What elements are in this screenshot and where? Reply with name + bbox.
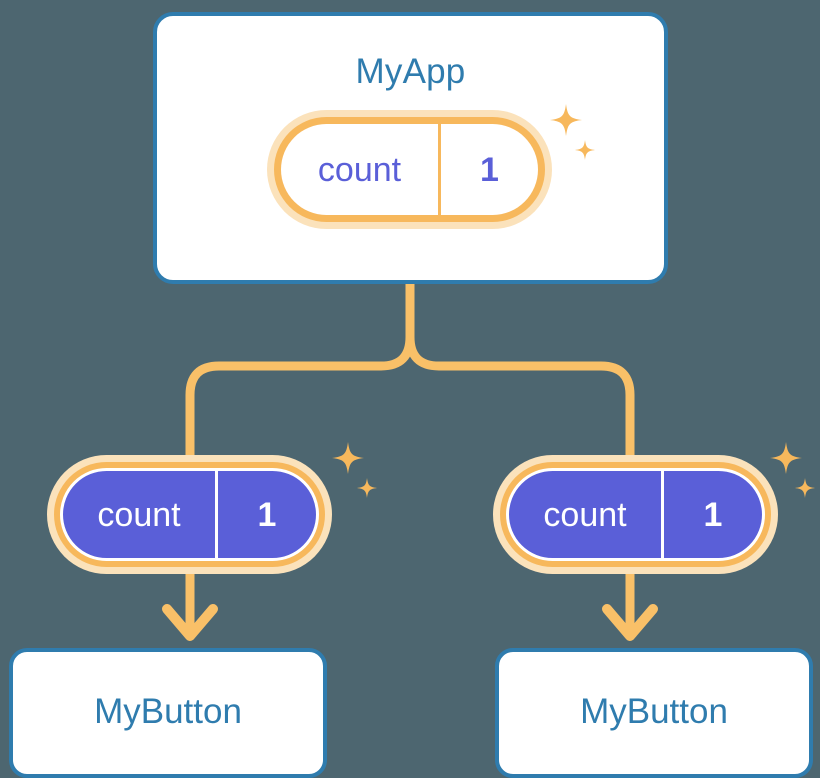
state-key-label: count [281,124,441,215]
sparkle-icon-large [332,442,364,474]
sparkle-icon-large [770,442,802,474]
sparkle-icon-group-left [322,442,382,513]
component-card-mybutton-left[interactable]: MyButton [9,648,327,778]
page-title: MyApp [355,52,466,91]
state-pill-ring: count 1 [500,462,771,567]
state-pill-right[interactable]: count 1 [493,455,778,574]
arrow-down-icon-right [602,574,658,641]
state-pill-body: count 1 [506,468,765,561]
state-pill-left[interactable]: count 1 [47,455,332,574]
state-pill-myapp[interactable]: count 1 [267,110,552,229]
state-pill-body: count 1 [60,468,319,561]
sparkle-icon-small [357,478,377,498]
state-pill-ring: count 1 [274,117,545,222]
state-key-label: count [509,471,664,558]
state-pill-ring: count 1 [54,462,325,567]
state-value-label: 1 [257,495,277,534]
state-key-label: count [63,471,218,558]
state-value-label: 1 [480,150,499,189]
state-value-label: 1 [703,495,723,534]
state-pill-body: count 1 [281,124,538,215]
sparkle-icon-small [795,478,815,498]
connector-branch-left [185,279,415,460]
component-card-mybutton-right[interactable]: MyButton [495,648,813,778]
arrow-down-icon-left [162,574,218,641]
component-label: MyButton [94,692,242,731]
component-label: MyButton [580,692,728,731]
connector-branch-right [405,279,635,460]
